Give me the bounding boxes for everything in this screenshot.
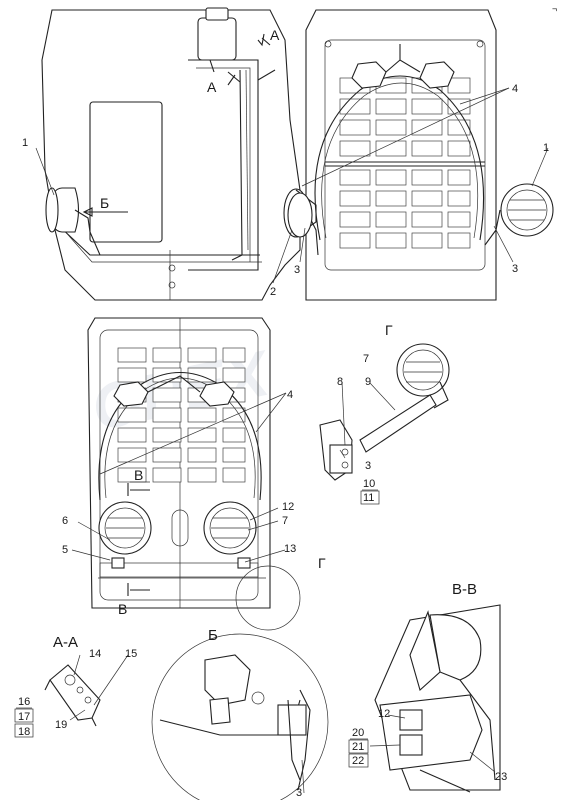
callout-23: 23 xyxy=(495,771,507,783)
side-view xyxy=(41,7,319,301)
callout-12-b: 12 xyxy=(378,708,390,720)
cut-markers xyxy=(82,33,265,596)
callout-15: 15 xyxy=(125,648,137,660)
callout-6: 6 xyxy=(62,515,68,527)
callout-8: 8 xyxy=(337,376,343,388)
callout-12-a: 12 xyxy=(282,501,294,513)
callout-boxes xyxy=(14,489,380,768)
callout-3-c: 3 xyxy=(365,460,371,472)
section-letter-v-1: В xyxy=(134,467,143,483)
section-title-vv: В-В xyxy=(452,581,477,598)
detail-g-view xyxy=(319,343,450,481)
callout-4-mid: 4 xyxy=(287,389,293,401)
leader-lines xyxy=(35,87,549,794)
callout-16: 16 xyxy=(18,696,30,708)
detail-circle-g xyxy=(235,565,301,631)
section-title-aa: А-А xyxy=(53,634,78,651)
section-letter-a-2: А xyxy=(207,79,217,95)
callout-19: 19 xyxy=(55,719,67,731)
callout-1-left: 1 xyxy=(22,137,28,149)
section-vv-view xyxy=(374,604,501,793)
section-letter-v-2: В xyxy=(118,601,127,617)
callout-18: 18 xyxy=(18,726,30,738)
grill-top xyxy=(339,77,471,249)
callout-1-right: 1 xyxy=(543,142,549,154)
callout-2: 2 xyxy=(270,286,276,298)
callout-4-top: 4 xyxy=(512,83,518,95)
front-view-lamps xyxy=(87,317,271,609)
callout-3-d: 3 xyxy=(296,787,302,799)
section-letter-g-1: Г xyxy=(385,322,393,338)
section-letter-g-2: Г xyxy=(318,555,326,571)
callout-20: 20 xyxy=(352,727,364,739)
corner-mark: ¬ xyxy=(552,4,557,14)
callout-14: 14 xyxy=(89,648,101,660)
section-aa-view xyxy=(44,664,101,727)
callout-11: 11 xyxy=(363,492,374,504)
callout-21: 21 xyxy=(352,741,364,753)
watermark: OPEX xyxy=(85,336,277,444)
section-title-b: Б xyxy=(208,627,218,644)
section-letter-b: Б xyxy=(100,195,109,211)
section-b-view xyxy=(151,633,329,800)
callout-9: 9 xyxy=(365,376,371,388)
callout-17: 17 xyxy=(18,711,30,723)
front-view xyxy=(287,9,554,301)
callout-3-a: 3 xyxy=(294,264,300,276)
callout-3-b: 3 xyxy=(512,263,518,275)
section-labels: А А Б В В Г Г А-А Б В-В ¬ xyxy=(53,4,557,651)
callout-13: 13 xyxy=(284,543,296,555)
callout-5: 5 xyxy=(62,544,68,556)
callout-7-a: 7 xyxy=(363,353,369,365)
callout-22: 22 xyxy=(352,755,364,767)
callout-10: 10 xyxy=(363,478,375,490)
callout-7-b: 7 xyxy=(282,515,288,527)
callout-labels: 1 1 2 3 3 3 3 4 4 5 6 7 7 8 9 10 11 12 1… xyxy=(18,83,549,799)
section-letter-a-1: А xyxy=(270,27,280,43)
